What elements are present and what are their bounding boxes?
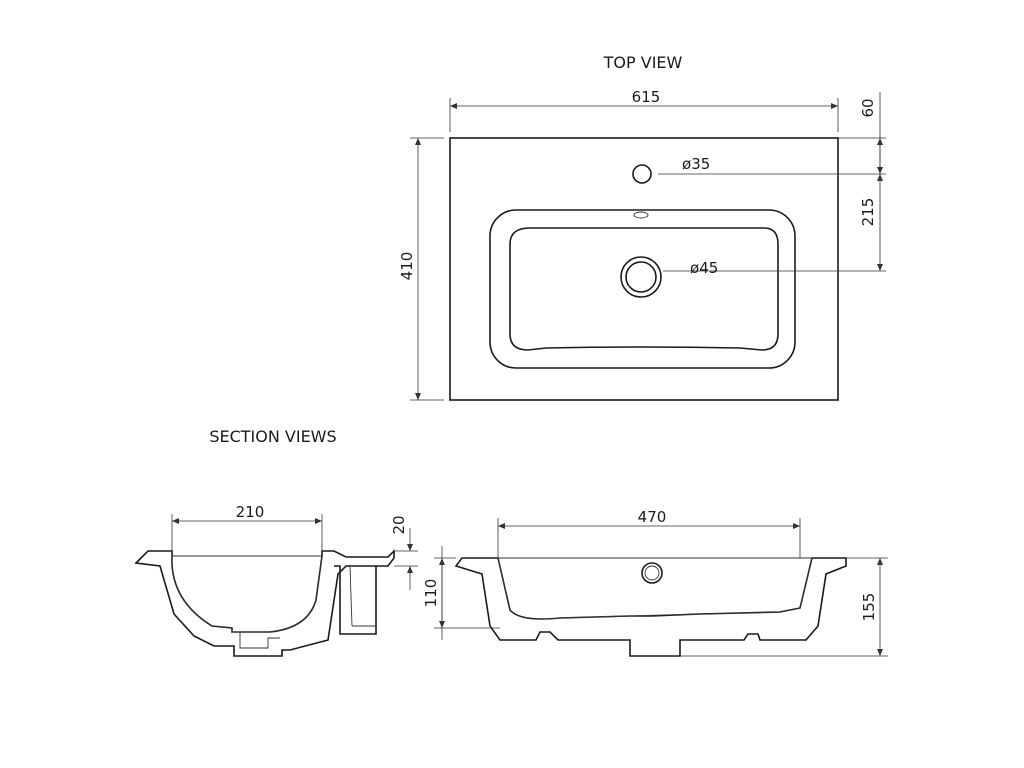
section-left-cabinet [334,565,377,635]
overflow-hole [641,562,663,584]
dim-width-470: 470 [638,508,667,526]
section-right-wall [454,557,847,657]
dim-depth-410: 410 [398,252,416,281]
svg-text:ø45: ø45 [690,259,718,277]
dim-rim-20: 20 [390,515,408,534]
bowl-inner [509,227,779,351]
diameter-symbol: ø [682,155,691,173]
dim-height-155: 155 [860,593,878,622]
dim-rim-60: 60 [859,98,877,117]
section-views-title: SECTION VIEWS [209,427,336,446]
section-right-dimensions: 470 110 155 [422,508,888,657]
section-left [134,549,395,657]
dim-tap-hole-35: 35 [691,155,710,173]
dim-tap-215: 215 [859,198,877,227]
section-left-dimensions: 210 20 [171,503,418,590]
diameter-symbol: ø [690,259,699,277]
basin-outline [449,137,839,401]
top-view-title: TOP VIEW [603,53,683,72]
tap-hole [632,164,652,184]
drain-outer [620,256,662,298]
top-view [449,137,839,401]
dim-drain-45: 45 [699,259,718,277]
dim-height-110: 110 [422,579,440,608]
section-right [454,557,847,657]
bowl-outer [489,209,796,369]
dim-width-210: 210 [236,503,265,521]
drain-inner [625,261,657,293]
svg-text:ø35: ø35 [682,155,710,173]
top-view-dimensions: 615 410 60 215 ø35 ø45 [398,88,886,401]
overflow-slot [633,211,649,219]
section-left-wall [134,549,395,657]
dim-width-615: 615 [632,88,661,106]
